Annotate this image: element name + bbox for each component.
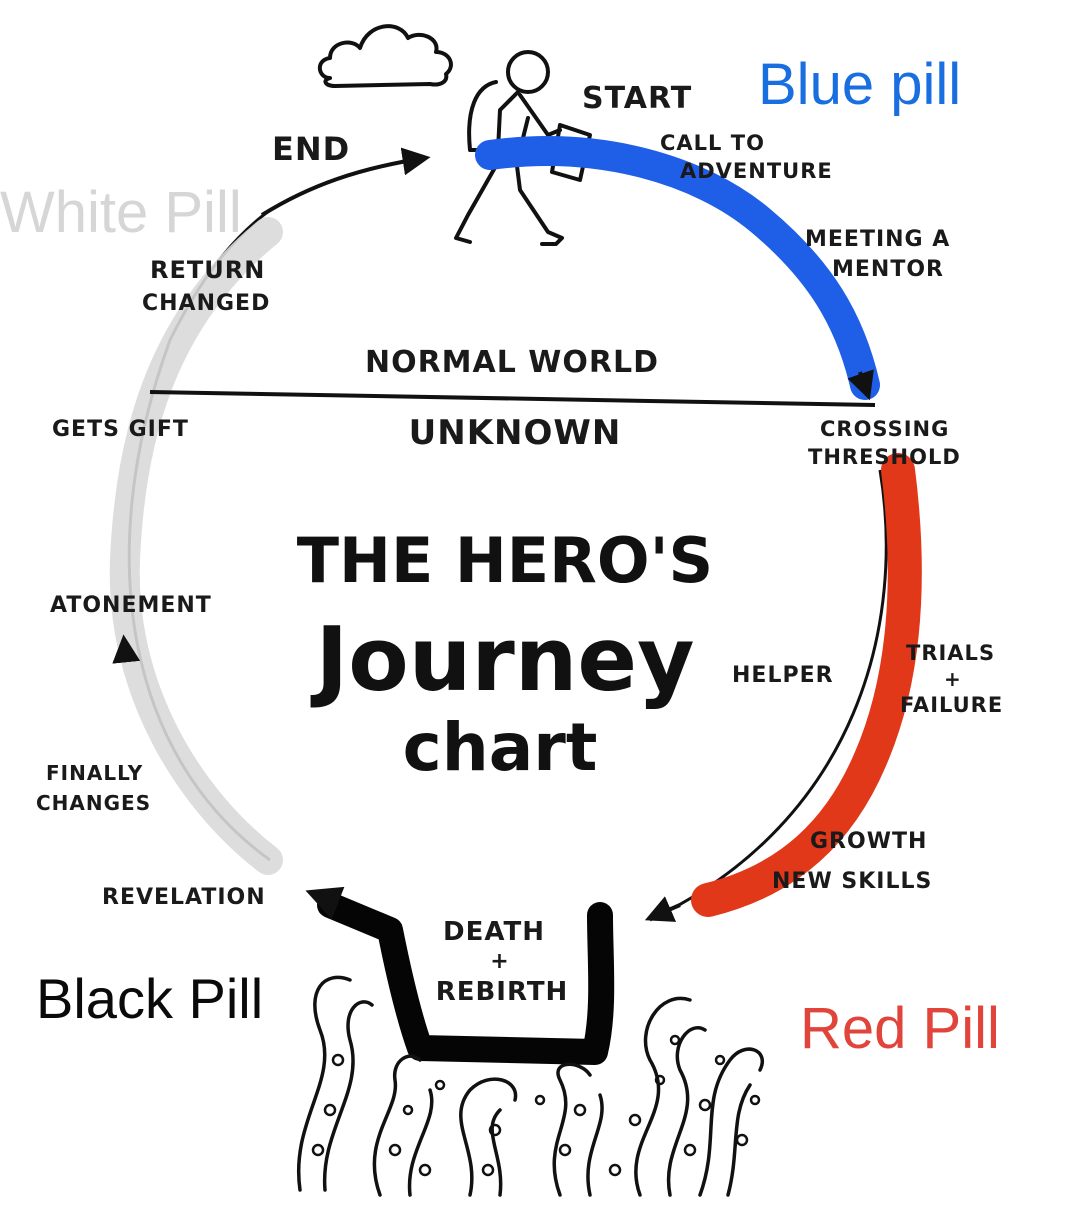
stage-trials-line-1: TRIALS (906, 641, 995, 665)
stage-crossing-line-2: THRESHOLD (808, 445, 961, 469)
stage-start: START (582, 81, 692, 116)
end-arrow (260, 147, 431, 217)
red-pill-label: Red Pill (800, 996, 1000, 1061)
white-pill-arc (109, 217, 283, 875)
normal-world-label: NORMAL WORLD (365, 345, 659, 380)
stage-growth-line-2: NEW SKILLS (772, 869, 932, 894)
black-arc-arrow (305, 886, 345, 920)
blue-pill-label: Blue pill (758, 52, 961, 117)
red-pill-arc (691, 453, 922, 917)
stage-changes-line-2: CHANGES (36, 791, 151, 815)
chart-title-line-3: chart (403, 709, 598, 786)
chart-title-line-2: Journey (311, 608, 695, 711)
stage-end: END (272, 130, 350, 168)
stage-helper: HELPER (732, 663, 834, 688)
blue-pill-arc (475, 136, 880, 400)
stage-crossing-line-1: CROSSING (820, 417, 949, 441)
blue-arc-arrow (847, 369, 874, 401)
world-divider-line (149, 390, 876, 407)
cloud-icon (317, 24, 453, 88)
black-pill-arc (317, 892, 615, 1065)
stage-call-line-2: ADVENTURE (680, 159, 833, 183)
stage-death-line-1: DEATH (443, 917, 545, 947)
tentacles-drawing (296, 975, 764, 1197)
stage-trials-line-2: + (944, 667, 962, 691)
stage-trials-line-3: FAILURE (900, 693, 1003, 717)
stage-death-line-2: + (490, 949, 509, 974)
stage-return-line-2: CHANGED (142, 291, 270, 316)
stage-mentor-line-1: MEETING A (805, 227, 950, 252)
red-arc-arrow (644, 896, 681, 922)
stage-call-line-1: CALL TO (660, 131, 765, 155)
chart-title-line-1: THE HERO'S (297, 524, 713, 597)
stage-revelation: REVELATION (102, 885, 266, 910)
white-arc-arrow (112, 634, 141, 664)
stage-return-line-1: RETURN (150, 256, 265, 284)
stage-changes-line-1: FINALLY (46, 761, 143, 785)
stage-atonement: ATONEMENT (50, 593, 212, 618)
journey-circle-outline (649, 469, 888, 922)
white-pill-label: White Pill (0, 180, 242, 245)
stage-death-line-3: REBIRTH (436, 977, 569, 1007)
black-pill-label: Black Pill (36, 967, 263, 1030)
tentacle-suckers (311, 1034, 761, 1177)
unknown-label: UNKNOWN (409, 413, 622, 453)
stage-growth-line-1: GROWTH (810, 829, 927, 854)
stage-gift: GETS GIFT (52, 417, 189, 442)
stage-mentor-line-2: MENTOR (832, 257, 944, 282)
